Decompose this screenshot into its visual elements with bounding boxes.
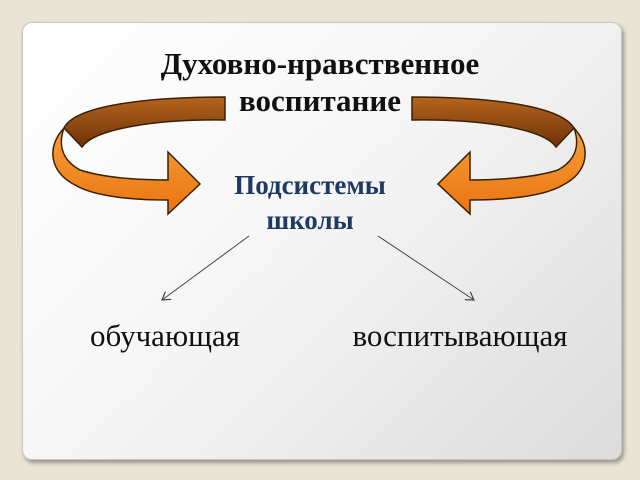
center-label: Подсистемы школы	[200, 168, 420, 237]
branch-label-left: обучающая	[75, 318, 255, 354]
left-curved-arrow	[53, 128, 200, 214]
branch-label-right: воспитывающая	[330, 318, 590, 354]
right-curved-arrow	[438, 128, 585, 214]
diagram-title: Духовно-нравственное воспитание	[120, 45, 520, 119]
title-line-2: воспитание	[120, 82, 520, 119]
connector-arrow-right	[378, 236, 474, 300]
center-line-2: школы	[200, 203, 420, 238]
connector-arrow-left	[162, 236, 249, 300]
center-line-1: Подсистемы	[200, 168, 420, 203]
title-line-1: Духовно-нравственное	[120, 45, 520, 82]
